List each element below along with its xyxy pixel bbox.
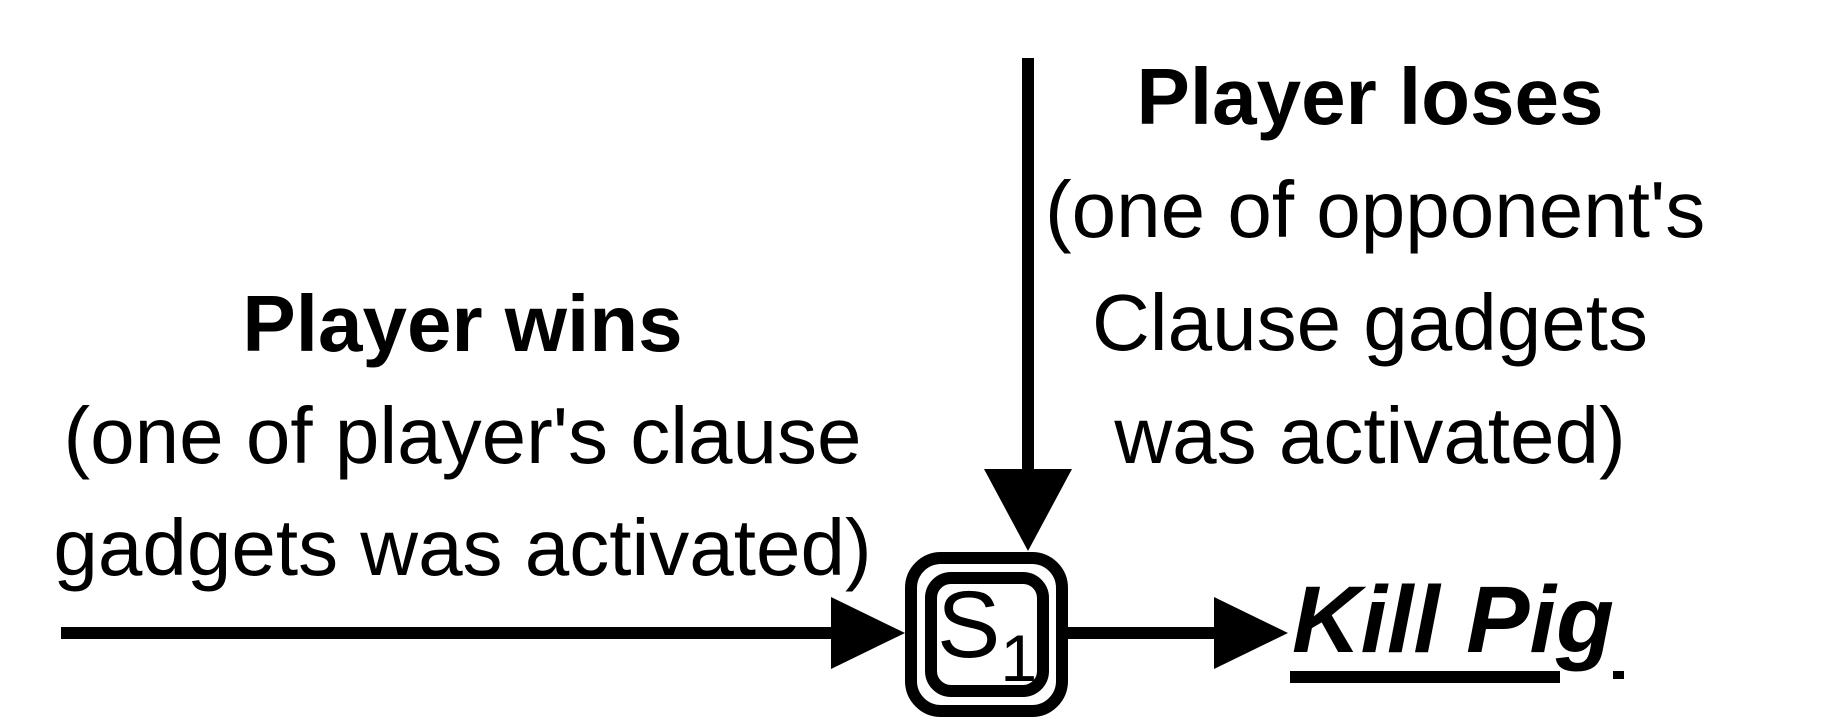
state-node-letter: S	[937, 572, 1001, 678]
state-node: S1	[905, 552, 1068, 717]
player-loses-line-3: was activated)	[1114, 391, 1626, 480]
win-arrowhead-icon	[831, 597, 905, 669]
player-loses-title: Player loses	[1136, 52, 1604, 141]
state-node-inner-border: S1	[925, 572, 1050, 697]
outcome-arrow-line	[1068, 627, 1224, 639]
state-node-subscript: 1	[1000, 621, 1038, 695]
kill-pig-underline-tail	[1613, 671, 1624, 679]
kill-pig-label: Kill Pig	[1292, 567, 1614, 673]
player-loses-line-2: Clause gadgets	[1092, 278, 1648, 367]
outcome-arrowhead-icon	[1214, 597, 1288, 669]
player-wins-line-1: (one of player's clause	[63, 391, 862, 480]
player-loses-line-1: (one of opponent's	[1045, 165, 1706, 254]
lose-arrow-line	[1022, 58, 1034, 478]
player-wins-title: Player wins	[242, 279, 683, 368]
state-node-label: S1	[937, 578, 1037, 692]
lose-arrowhead-icon	[984, 469, 1072, 551]
kill-pig-underline	[1290, 671, 1560, 683]
player-loses-label: Player loses (one of opponent's Clause g…	[1045, 40, 1706, 492]
player-wins-label: Player wins (one of player's clause gadg…	[35, 268, 890, 604]
player-wins-line-2: gadgets was activated)	[53, 503, 872, 592]
win-arrow-line	[61, 627, 841, 639]
